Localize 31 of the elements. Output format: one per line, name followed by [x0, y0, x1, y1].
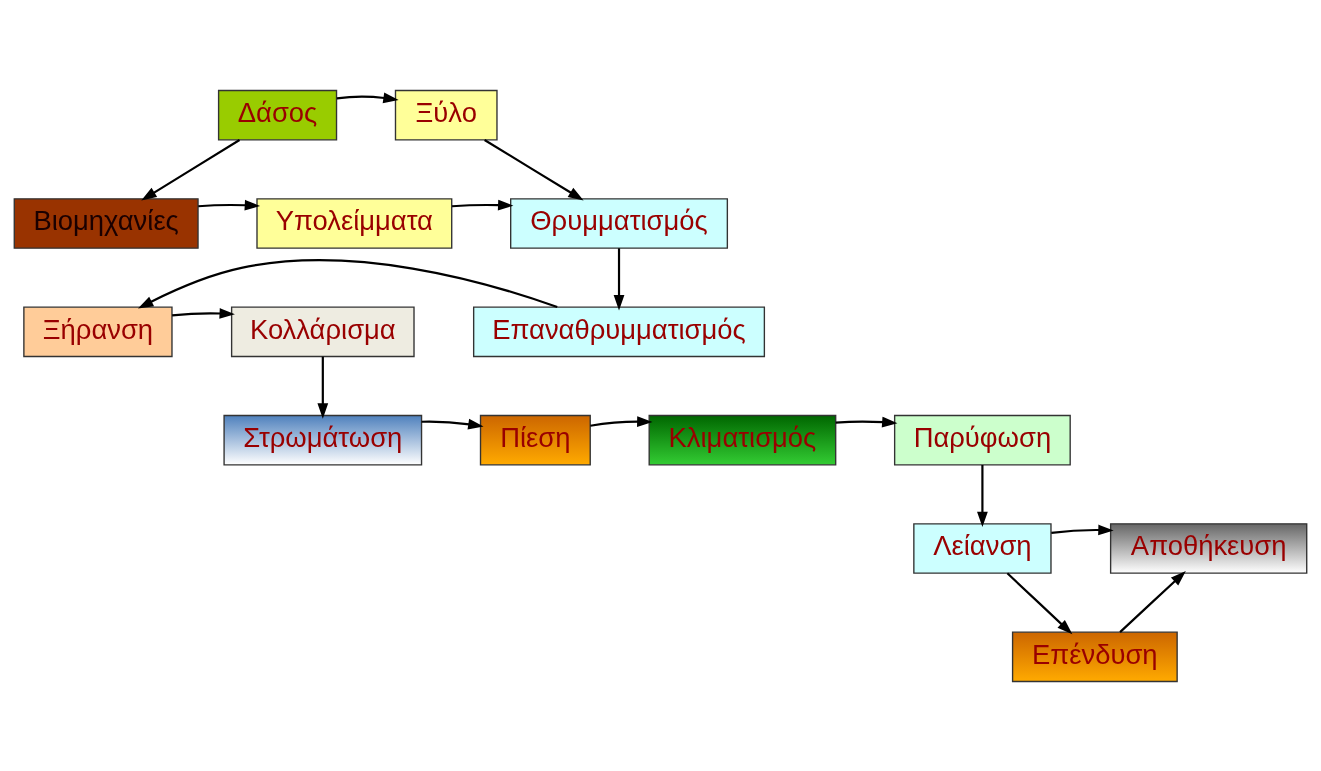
arrow	[317, 356, 329, 419]
node-box: Δάσος	[217, 89, 338, 141]
node-box: Ξήρανση	[23, 305, 173, 357]
node-box: Λείανση	[913, 522, 1052, 574]
arrow	[137, 258, 558, 308]
arrow	[835, 416, 898, 427]
arrow	[590, 415, 653, 427]
node-box: Κολλάρισμα	[230, 305, 415, 357]
node-box: Θρυμματισμός	[510, 197, 729, 249]
node-box: Επαναθρυμματισμός	[472, 305, 766, 357]
node-box: Πίεση	[479, 414, 591, 466]
arrow	[172, 307, 235, 319]
arrow	[141, 138, 241, 200]
node-box: Αποθήκευση	[1109, 522, 1308, 574]
arrow	[484, 138, 584, 200]
node-box: Υπολείμματα	[256, 197, 453, 249]
node-box: Βιομηχανίες	[13, 197, 199, 249]
arrow	[451, 199, 514, 210]
arrow	[421, 418, 484, 429]
node-box: Στρωμάτωση	[223, 414, 423, 466]
arrow	[1051, 524, 1114, 535]
arrow	[613, 247, 625, 310]
node-box: Ξύλο	[394, 89, 498, 141]
node-box: Επένδυση	[1011, 630, 1178, 682]
arrow	[1006, 572, 1073, 634]
node-box: Παρύφωση	[893, 414, 1071, 466]
arrow	[977, 464, 988, 527]
node-box: Κλιματισμός	[648, 414, 837, 466]
arrow	[336, 92, 399, 103]
arrow	[198, 199, 261, 211]
arrow	[1119, 570, 1186, 633]
